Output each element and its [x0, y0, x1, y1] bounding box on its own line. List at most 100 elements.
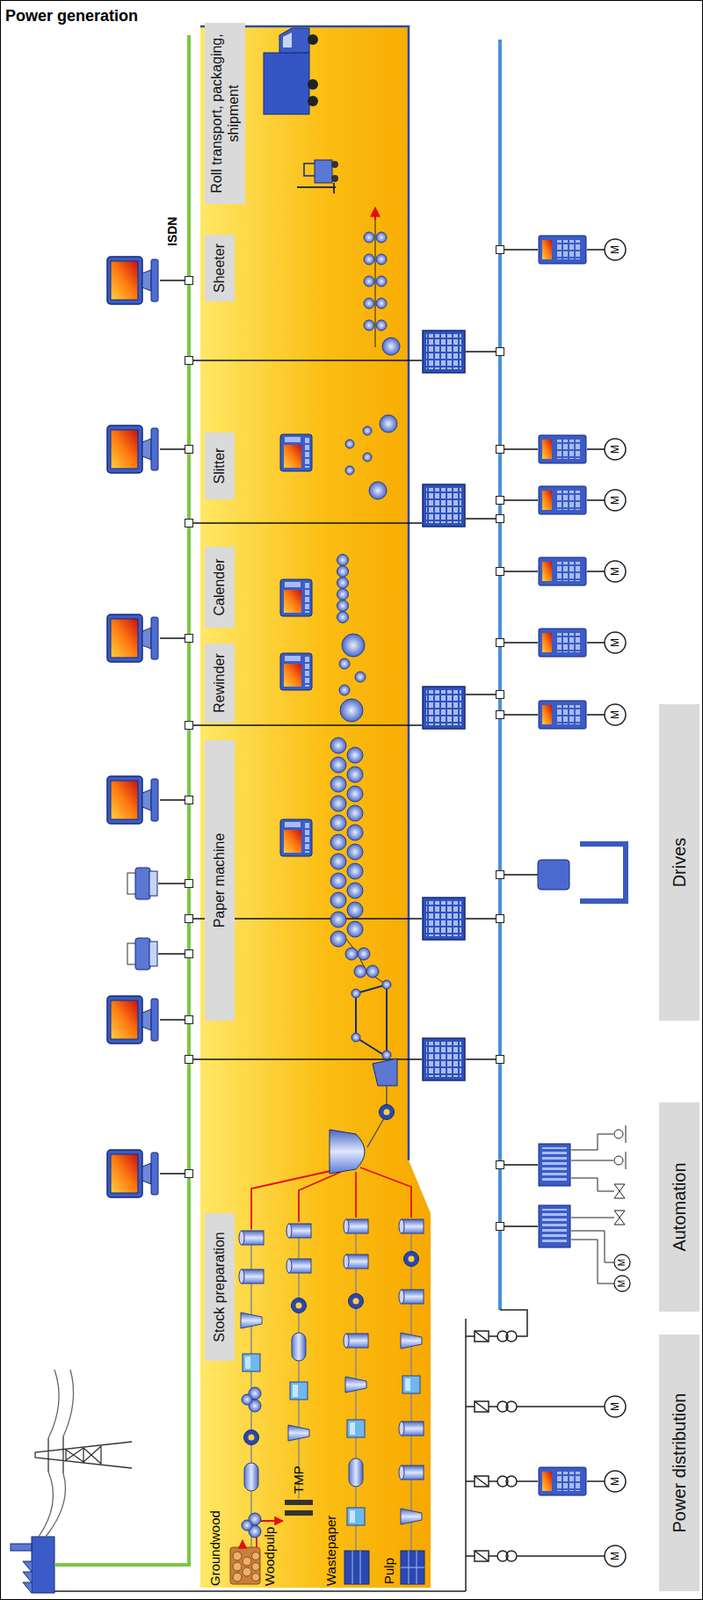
cabinet-bus-line: [465, 351, 501, 1059]
control-cabinet: [422, 686, 465, 729]
monitor-icon: [107, 614, 159, 662]
paper-roll: [379, 414, 398, 433]
tank-icon: [343, 1218, 369, 1233]
bus-connector: [496, 567, 505, 576]
control-cabinet: [422, 484, 465, 527]
section-label-text: Roll transport, packaging, shipment: [208, 29, 242, 197]
headbox: [372, 1058, 398, 1086]
log-end: [232, 1572, 242, 1581]
section-label: Stock preparation: [204, 1212, 235, 1361]
motor-letter: M: [608, 241, 623, 258]
printer-icon: [127, 937, 158, 970]
monitor-icon: [107, 425, 159, 473]
stock-lines: [251, 1221, 412, 1551]
bus-connector: [496, 347, 505, 356]
roll: [339, 684, 350, 696]
log-end: [232, 1561, 242, 1571]
paper-roll: [382, 337, 400, 356]
refiner-plate: [284, 1499, 313, 1505]
press-roll: [354, 964, 367, 978]
cylinder-icon: [348, 1457, 363, 1486]
roll: [363, 253, 375, 265]
motor-letter: M: [608, 492, 623, 508]
field-wiring: [571, 1133, 615, 1283]
tank-icon: [286, 1223, 312, 1238]
transformer-symbol: [506, 1475, 517, 1486]
roll: [376, 297, 387, 309]
bus-connector: [185, 879, 194, 888]
cleaner-icon: [240, 1311, 262, 1328]
plant-roof: [22, 1560, 32, 1593]
paper-roll: [340, 698, 363, 722]
log-end: [242, 1566, 252, 1576]
roll: [363, 231, 375, 243]
forklift-cab: [304, 163, 315, 176]
bus-connector: [496, 514, 505, 523]
pulper-icon: [347, 1507, 365, 1525]
tower-lattice: [35, 1435, 132, 1473]
section-label: Power distribution: [659, 1333, 700, 1591]
slitter-drawing: [345, 414, 398, 500]
valve-symbol: [614, 1183, 625, 1198]
material-label: Wastepaper: [323, 1514, 339, 1586]
calender-roll: [337, 577, 349, 589]
power-feed: [54, 1589, 466, 1592]
control-cabinet: [422, 1037, 465, 1080]
bus-connector: [496, 445, 505, 454]
feed-line: [298, 1171, 341, 1222]
motor-symbol: [604, 703, 626, 725]
roll: [376, 253, 387, 265]
section-label: Drives: [659, 703, 700, 1021]
forming-wire: [355, 984, 387, 1057]
drive-converter: [538, 485, 587, 515]
dryer-cylinder: [330, 911, 347, 928]
operator-panel: [280, 818, 312, 856]
forklift-mast: [297, 182, 336, 194]
wheel: [331, 160, 339, 168]
scanner-frame: [579, 843, 626, 901]
stock-row-3: [343, 1218, 370, 1584]
motor-symbol: [604, 1470, 626, 1492]
bus-connector: [185, 276, 194, 285]
rewinder-drawing: [339, 633, 366, 722]
roll: [363, 297, 375, 309]
dryer-cylinder: [347, 766, 363, 783]
tank-icon: [398, 1464, 424, 1479]
stock-row-4: [398, 1218, 425, 1584]
bus-connector: [185, 1055, 194, 1064]
dryer-cylinder: [330, 756, 347, 773]
paper-web: [346, 938, 387, 985]
motor-letter: M: [608, 1398, 623, 1414]
drive-converter: [538, 557, 587, 586]
dryer-cylinder: [347, 882, 363, 899]
dryer-cylinder: [347, 824, 363, 841]
network-label: ISDN: [165, 217, 180, 247]
section-label-text: Drives: [668, 837, 690, 888]
roll: [351, 1032, 361, 1042]
calender-stack: [337, 554, 349, 624]
motor-line: [587, 249, 605, 715]
motor-letter: M: [615, 1275, 630, 1291]
calender-roll: [337, 588, 349, 601]
device-bus-line: [500, 249, 538, 1226]
truck-window: [282, 32, 292, 48]
bus-connector: [185, 721, 194, 730]
cleaner-icon: [345, 1376, 367, 1392]
material-label: Pulp: [381, 1557, 397, 1584]
bus-connector: [496, 496, 505, 505]
transformer-symbol: [506, 1400, 517, 1412]
cylinder-icon: [291, 1332, 306, 1361]
section-label-text: Sheeter: [210, 243, 228, 293]
power-plant: [10, 1536, 55, 1593]
transmission-tower: [35, 1369, 132, 1537]
operator-panel: [280, 434, 312, 472]
drop-line: [188, 359, 422, 362]
bus-connector: [185, 356, 194, 365]
cleaner-icon: [400, 1332, 422, 1349]
dryer-cylinder: [347, 920, 363, 937]
drive-converter: [538, 1466, 587, 1495]
bus-connector: [185, 1169, 194, 1178]
breaker-slash: [474, 1330, 489, 1561]
truck: [263, 28, 319, 115]
